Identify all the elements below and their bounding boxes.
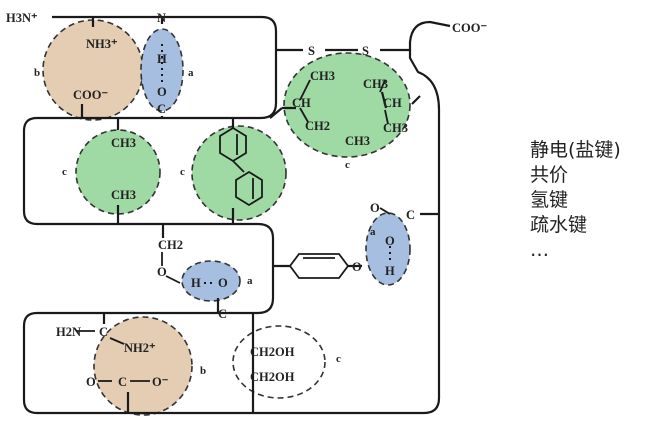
- phenyl-ring-2: [235, 170, 263, 207]
- chem-c-a: C: [157, 102, 166, 116]
- chem-h-a: H: [157, 52, 167, 66]
- chemical-groups: H3N⁺ N COO⁻ S S NH3⁺ COO⁻ H O C CH3 CH C…: [6, 11, 487, 389]
- carbonyl-double-1: [379, 207, 391, 215]
- hydrogen-bond-dots: [161, 44, 391, 284]
- chem-coo-b: COO⁻: [73, 88, 108, 102]
- chem-ch2oh2: CH2OH: [250, 370, 295, 384]
- chem-ch2oh1: CH2OH: [250, 345, 295, 359]
- chem-o-asp2: O⁻: [152, 375, 169, 389]
- chem-coo-top: COO⁻: [452, 21, 487, 35]
- label-c1: c: [62, 166, 67, 178]
- label-a2: a: [370, 226, 376, 238]
- chem-o-tyr-h: O: [385, 234, 395, 248]
- legend-item-ellipsis: …: [530, 239, 549, 261]
- label-c2: c: [180, 166, 185, 178]
- chem-c-asp: C: [118, 375, 127, 389]
- chem-ch3-bottom: CH3: [345, 134, 370, 148]
- chem-nh2: NH2⁺: [124, 341, 156, 355]
- tyr-phenyl-ring: [288, 253, 350, 279]
- chem-ch2-ser: CH2: [158, 238, 183, 252]
- side-chain-ticks: [80, 17, 421, 413]
- legend-item-electrostatic: 静电(盐键): [530, 139, 621, 161]
- legend-item-covalent: 共价: [530, 164, 569, 186]
- chem-nh3: NH3⁺: [86, 37, 118, 51]
- chem-c-tyr: C: [406, 208, 415, 222]
- chem-ch-left: CH: [292, 96, 311, 110]
- isoleucine-bond-4: [384, 109, 389, 125]
- chem-h2n: H2N: [56, 325, 81, 339]
- isoleucine-bond-3: [379, 79, 386, 93]
- hydrophobic-region-serine: [232, 325, 326, 399]
- label-c3: c: [345, 159, 350, 171]
- chem-o-tyr: O: [370, 201, 380, 215]
- chem-o-ser2: O: [218, 276, 228, 290]
- phenyl-rings: [76, 79, 391, 382]
- electrostatic-region-bottom: [93, 316, 193, 416]
- cys-right-side-chain: [408, 20, 451, 111]
- isoleucine-bond-1: [299, 79, 311, 101]
- chem-h-tyr: H: [385, 264, 395, 278]
- chem-o-ser: O: [157, 265, 167, 279]
- chem-ch2-left: CH2: [305, 119, 330, 133]
- chem-c-ser: C: [218, 307, 227, 321]
- phenyl-ring-link: [232, 160, 245, 173]
- polypeptide-chain: [22, 15, 451, 415]
- chem-ch3-upper1: CH3: [310, 69, 335, 83]
- backbone-path: [22, 15, 441, 415]
- region-labels: a b c c c a a b c: [34, 67, 376, 377]
- hydrophobic-region-phenyl: [191, 125, 287, 221]
- chem-o-a: O: [157, 85, 167, 99]
- label-b2: b: [200, 365, 206, 377]
- isoleucine-bond-2: [299, 107, 309, 123]
- arg-line-2: [109, 337, 125, 345]
- ser-line-2: [165, 275, 181, 284]
- hydrophobic-region-upper-right: [283, 52, 411, 158]
- hydrogen-region-right: [365, 212, 411, 286]
- label-a1: a: [188, 67, 194, 79]
- chem-o-link: O: [352, 260, 362, 274]
- label-c4: c: [336, 353, 341, 365]
- chem-n-top: N: [157, 11, 166, 25]
- chem-ch3-mid2: CH3: [111, 188, 136, 202]
- label-b1: b: [34, 67, 40, 79]
- chem-ch3-upper2: CH3: [363, 77, 388, 91]
- chem-o-asp: O: [86, 375, 96, 389]
- electrostatic-region-top: [42, 19, 144, 121]
- chem-ch-right: CH: [383, 96, 402, 110]
- chem-ch3-right: CH3: [383, 121, 408, 135]
- chem-h3n: H3N⁺: [6, 11, 38, 25]
- bond-type-legend: 静电(盐键) 共价 氢键 疏水键 …: [530, 138, 621, 263]
- chem-ch3-mid1: CH3: [111, 136, 136, 150]
- legend-item-hydrophobic: 疏水键: [530, 214, 588, 236]
- label-a3: a: [247, 275, 253, 287]
- chem-h-ser: H: [191, 276, 201, 290]
- hydrogen-region-middle: [181, 260, 241, 302]
- chem-c-arg: C: [99, 325, 108, 339]
- legend-item-hydrogen: 氢键: [530, 189, 569, 211]
- chem-s1: S: [308, 44, 315, 58]
- bond-regions: [42, 19, 411, 416]
- chem-s2: S: [362, 44, 369, 58]
